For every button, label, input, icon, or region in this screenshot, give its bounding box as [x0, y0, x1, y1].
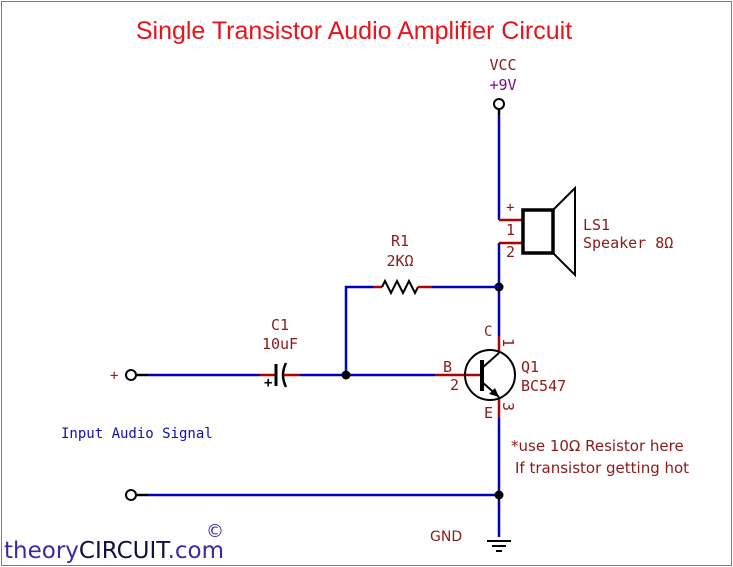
brand-part1: theory [4, 538, 79, 564]
diagram-title: Single Transistor Audio Amplifier Circui… [136, 17, 572, 45]
speaker-pin2-number: 2 [506, 243, 515, 261]
r1-ref: R1 [391, 232, 409, 250]
speaker-ref: LS1 [583, 216, 610, 234]
brand-part2: CIRCUIT [79, 538, 171, 564]
q1-collector-lead [481, 352, 500, 369]
gnd-label: GND [430, 529, 462, 545]
q1-collector-label: C [484, 324, 492, 340]
speaker-cone-icon [552, 185, 576, 278]
q1-value: BC547 [521, 377, 566, 395]
r1-value: 2KΩ [386, 252, 413, 270]
junction-dot-base [341, 370, 351, 380]
q1-collector-pin-number: 1 [499, 338, 517, 347]
junction-dot-ground [494, 490, 504, 500]
q1-base-pin-number: 2 [450, 376, 459, 394]
brand-part3: .com [168, 538, 224, 564]
c1-ref: C1 [271, 316, 289, 334]
c1-polarity: + [264, 375, 272, 391]
speaker-polarity: + [506, 200, 514, 216]
vcc-net-label: VCC [489, 56, 516, 74]
input-plus-label: + [110, 368, 118, 384]
resistor-r1-icon [381, 278, 419, 296]
c1-value: 10uF [262, 335, 298, 353]
transistor-q1: C B 2 E 1 3 Q1 BC547 [435, 324, 566, 422]
copyright-icon: © [206, 521, 224, 542]
q1-emitter-pin-number: 3 [499, 402, 517, 411]
speaker-symbol: + 1 2 LS1 Speaker 8Ω [499, 185, 673, 278]
speaker-body-icon [521, 208, 555, 255]
emitter-arrow-icon [489, 388, 499, 397]
capacitor-curved-plate-icon [281, 362, 288, 388]
vcc-voltage-label: +9V [489, 76, 516, 94]
input-signal-label: Input Audio Signal [61, 426, 213, 442]
q1-emitter-label: E [484, 404, 493, 422]
input-terminal-icon [125, 369, 137, 381]
vcc-terminal-icon [493, 98, 505, 110]
note-line2: If transistor getting hot [515, 459, 689, 477]
speaker-value: Speaker 8Ω [583, 234, 673, 252]
note-line1: *use 10Ω Resistor here [511, 437, 684, 455]
ground-symbol-icon [487, 540, 511, 552]
q1-ref: Q1 [521, 358, 539, 376]
wire-feedback-left [344, 285, 373, 375]
q1-base-label: B [443, 358, 452, 376]
ground-terminal-icon [125, 489, 137, 501]
brand-logo: theoryCIRCUIT.com [4, 538, 224, 564]
speaker-pin1-number: 1 [506, 221, 515, 239]
transistor-body-icon [464, 349, 516, 401]
